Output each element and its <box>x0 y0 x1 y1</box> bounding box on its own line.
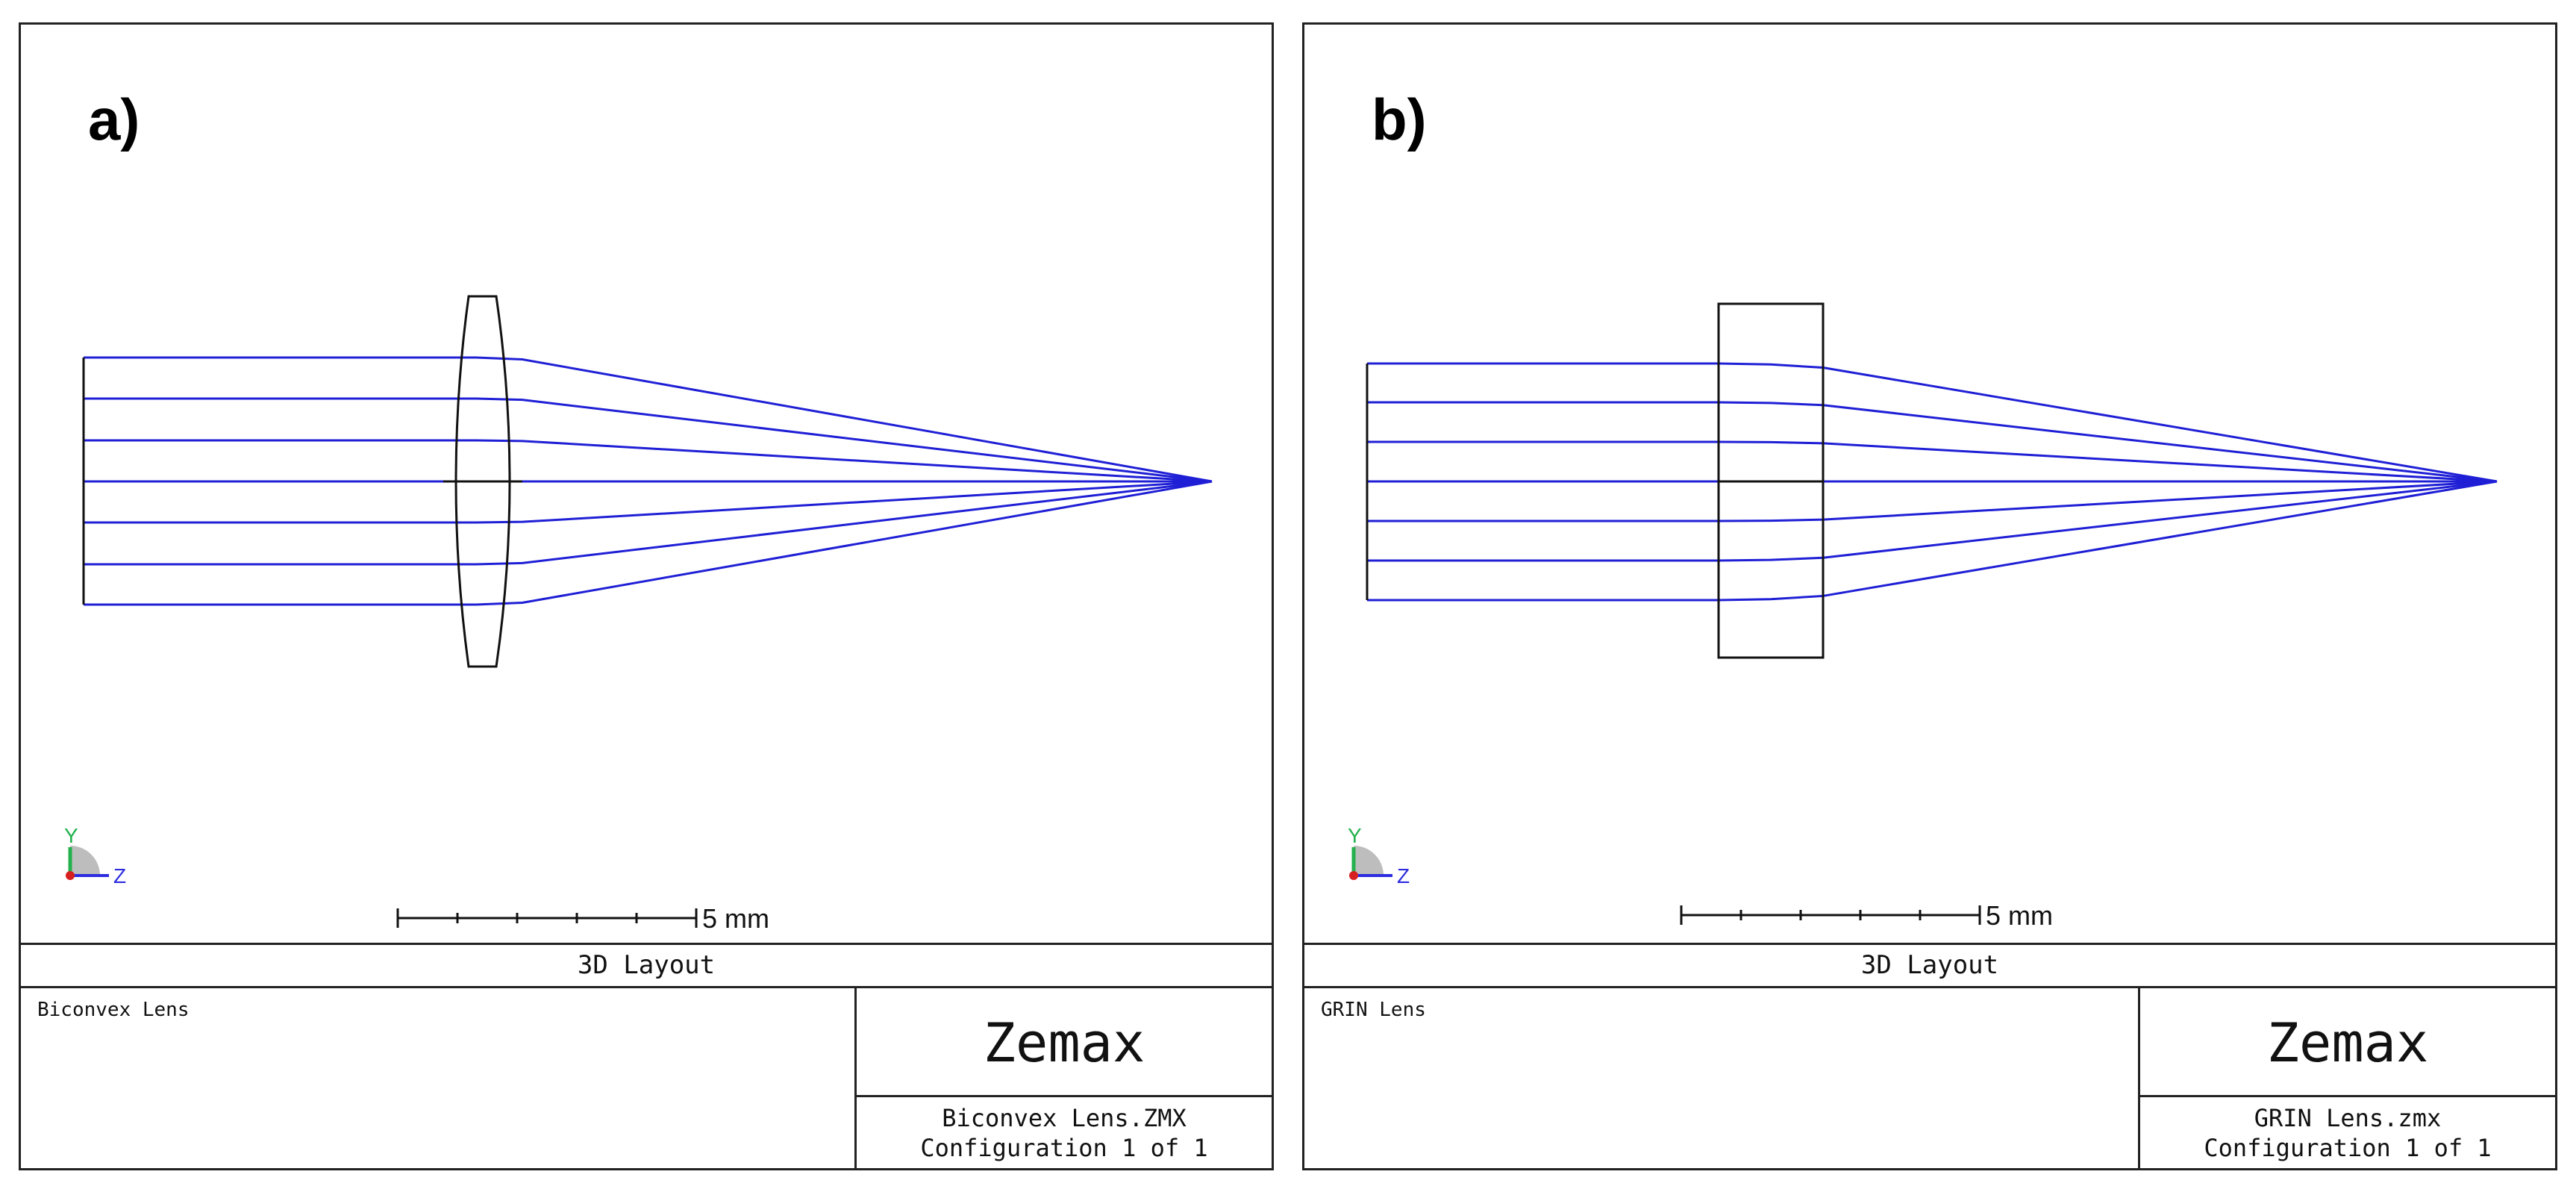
x-axis-icon <box>1349 871 1358 880</box>
axis-quadrant-icon <box>1354 846 1384 876</box>
scale-bar-a: 5 mm <box>396 903 769 934</box>
scale-bar-label: 5 mm <box>1986 900 2053 931</box>
axis-y-label: Y <box>64 824 78 847</box>
panel-label: a) <box>88 87 140 152</box>
axis-y-label: Y <box>1348 824 1362 847</box>
description-cell: Biconvex Lens <box>21 988 857 1170</box>
scale-bar-b: 5 mm <box>1680 900 2053 931</box>
brand-cell: Zemax Biconvex Lens.ZMX Configuration 1 … <box>857 988 1272 1170</box>
configuration: Configuration 1 of 1 <box>2204 1134 2492 1162</box>
ray-3 <box>1367 440 2498 483</box>
lens-description: Biconvex Lens <box>37 999 190 1021</box>
ray-7 <box>1367 480 2498 602</box>
ray-1 <box>84 356 1213 483</box>
ray-2 <box>84 397 1213 483</box>
axis-z-label: Z <box>1397 864 1410 887</box>
scale-bar-label: 5 mm <box>702 903 769 934</box>
filename: Biconvex Lens.ZMX <box>942 1104 1187 1132</box>
title-block-a: 3D Layout Biconvex Lens Zemax Biconvex L… <box>21 943 1272 1170</box>
ray-2 <box>1367 401 2498 483</box>
file-info: Biconvex Lens.ZMX Configuration 1 of 1 <box>857 1097 1272 1170</box>
panel-label: b) <box>1372 87 1427 152</box>
ray-5 <box>1367 480 2498 522</box>
axis-indicator-b: Y Z <box>1348 824 1410 887</box>
filename: GRIN Lens.zmx <box>2254 1104 2442 1132</box>
ray-bundle-a <box>84 356 1213 606</box>
brand-label: Zemax <box>2140 988 2555 1097</box>
layout-plot-a: Y Z 5 mm <box>64 295 1213 934</box>
lens-description: GRIN Lens <box>1321 999 1426 1021</box>
description-cell: GRIN Lens <box>1304 988 2140 1170</box>
layout-title: 3D Layout <box>1304 945 2555 988</box>
brand-label: Zemax <box>857 988 1272 1097</box>
x-axis-icon <box>66 871 75 880</box>
panel-a: Y Z 5 mm a) 3D Layout Biconvex Lens Zema… <box>19 22 1274 1170</box>
axis-indicator-a: Y Z <box>64 824 126 887</box>
file-info: GRIN Lens.zmx Configuration 1 of 1 <box>2140 1097 2555 1170</box>
axis-quadrant-icon <box>70 846 100 876</box>
ray-1 <box>1367 362 2498 483</box>
ray-6 <box>84 480 1213 566</box>
ray-5 <box>84 480 1213 524</box>
configuration: Configuration 1 of 1 <box>920 1134 1208 1162</box>
ray-6 <box>1367 480 2498 562</box>
layout-plot-b: Y Z 5 mm <box>1348 302 2498 931</box>
title-block-b: 3D Layout GRIN Lens Zemax GRIN Lens.zmx … <box>1304 943 2555 1170</box>
panel-b: Y Z 5 mm b) 3D Layout GRIN Lens Zemax GR… <box>1302 22 2557 1170</box>
layout-title: 3D Layout <box>21 945 1272 988</box>
ray-3 <box>84 439 1213 483</box>
biconvex-lens-a <box>454 295 511 668</box>
ray-7 <box>84 480 1213 606</box>
ray-bundle-b <box>1367 362 2498 602</box>
axis-z-label: Z <box>113 864 126 887</box>
brand-cell: Zemax GRIN Lens.zmx Configuration 1 of 1 <box>2140 988 2555 1170</box>
